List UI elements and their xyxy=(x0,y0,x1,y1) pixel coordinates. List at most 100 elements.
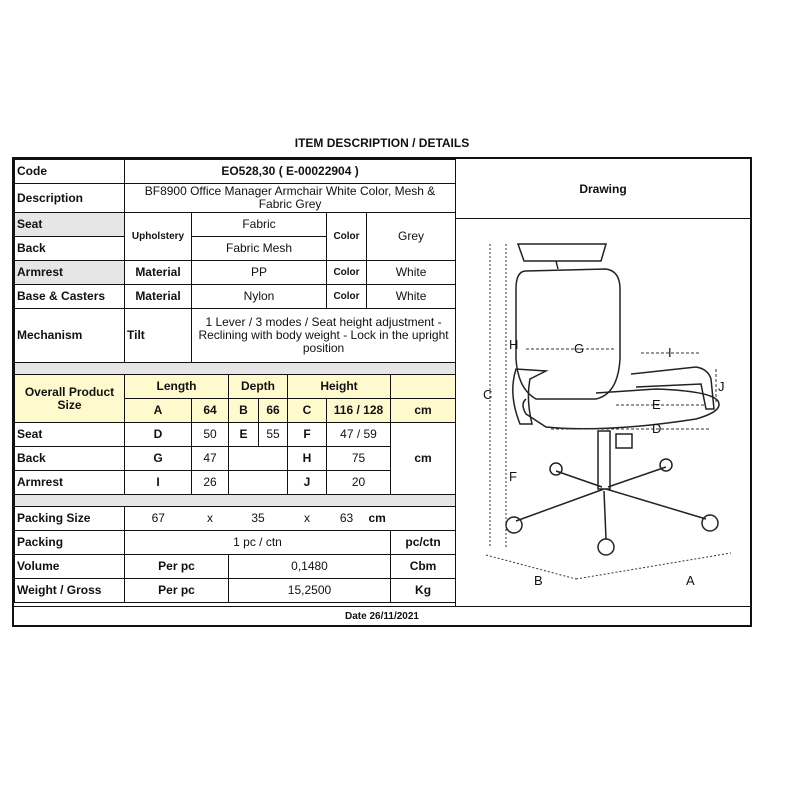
drawing-label: Drawing xyxy=(455,159,750,219)
armrest-color: White xyxy=(365,260,457,285)
volume-row: Volume Per pc 0,1480 Cbm xyxy=(14,554,457,579)
volume-label: Volume xyxy=(14,554,125,579)
caster-2 xyxy=(701,514,719,532)
packing-x-1: x xyxy=(191,506,229,531)
dim-g-value: 47 xyxy=(191,446,229,471)
armrest-dims-row: Armrest I 26 J 20 xyxy=(14,470,456,495)
height-label: Height xyxy=(287,374,391,399)
packing-unit: pc/ctn xyxy=(389,530,457,555)
upholstery-color-label: Color xyxy=(326,212,367,261)
backrest-shape xyxy=(515,268,621,400)
armrest-color-label: Color xyxy=(326,260,367,285)
weight-unit: Kg xyxy=(389,578,457,603)
spec-sheet: Code EO528,30 ( E-00022904 ) Description… xyxy=(12,157,752,627)
code-row: Code EO528,30 ( E-00022904 ) xyxy=(14,159,457,184)
dim-d-value: 50 xyxy=(191,422,229,447)
document-title: ITEM DESCRIPTION / DETAILS xyxy=(294,136,470,150)
base-material-label: Material xyxy=(124,284,192,309)
back-value: Fabric Mesh xyxy=(191,236,327,261)
length-label: Length xyxy=(124,374,229,399)
code-label: Code xyxy=(14,159,125,184)
spacer-row-2 xyxy=(13,494,457,507)
armrest-dims-label: Armrest xyxy=(14,470,125,495)
headrest-shape xyxy=(516,243,608,262)
description-value: BF8900 Office Manager Armchair White Col… xyxy=(123,183,457,213)
weight-per: Per pc xyxy=(124,578,229,603)
dim-j: J xyxy=(287,470,327,495)
armrest-left-shape xyxy=(512,368,549,425)
volume-value: 0,1480 xyxy=(228,554,391,579)
label-j: J xyxy=(718,379,725,394)
description-row: Description BF8900 Office Manager Armcha… xyxy=(14,183,457,213)
seat-dims-label: Seat xyxy=(14,422,125,447)
overall-label: Overall Product Size xyxy=(14,374,125,423)
seat-dims-row: Seat D 50 E 55 F 47 / 59 cm xyxy=(14,422,457,495)
dim-b: B xyxy=(228,398,259,423)
overall-values-row: A 64 B 66 C 116 / 128 cm xyxy=(15,398,457,423)
description-label: Description xyxy=(14,183,125,213)
packing-value: 1 pc / ctn xyxy=(124,530,391,555)
armrest-row: Armrest Material PP Color White xyxy=(14,260,457,285)
dim-c-value: 116 / 128 xyxy=(326,398,391,423)
chair-illustration: H C F G I J E D B A xyxy=(483,243,732,588)
depth-label: Depth xyxy=(228,374,288,399)
dim-i: I xyxy=(124,470,192,495)
label-g: G xyxy=(574,341,584,356)
seat-label: Seat xyxy=(14,212,125,237)
caster-5 xyxy=(659,458,673,472)
dim-h-value: 75 xyxy=(326,446,391,471)
mechanism-type: Tilt xyxy=(124,308,192,363)
dim-j-value: 20 xyxy=(326,470,391,495)
overall-unit: cm xyxy=(389,398,457,423)
mechanism-row: Mechanism Tilt 1 Lever / 3 modes / Seat … xyxy=(14,308,457,363)
caster-1 xyxy=(505,516,523,534)
spec-table: Code EO528,30 ( E-00022904 ) Description… xyxy=(13,159,457,603)
code-value: EO528,30 ( E-00022904 ) xyxy=(123,159,457,184)
packing-size-row: Packing Size 67 x 35 x 63 cm xyxy=(14,506,457,531)
dim-g: G xyxy=(124,446,192,471)
seat-row: Seat Upholstery Fabric Color Grey xyxy=(14,212,457,261)
dims-unit: cm xyxy=(389,422,457,495)
packing-label: Packing xyxy=(14,530,125,555)
armrest-material: PP xyxy=(191,260,327,285)
caster-4 xyxy=(549,462,563,476)
volume-per: Per pc xyxy=(124,554,229,579)
gas-lift xyxy=(597,430,611,490)
dim-i-value: 26 xyxy=(191,470,229,495)
upholstery-label: Upholstery xyxy=(124,212,192,261)
base-label: Base & Casters xyxy=(14,284,125,309)
back-dims-label: Back xyxy=(14,446,125,471)
date-footer: Date 26/11/2021 xyxy=(14,606,750,628)
weight-label: Weight / Gross xyxy=(14,578,125,603)
label-b: B xyxy=(534,573,543,588)
chair-drawing: H C F G I J E D B A xyxy=(455,219,750,606)
back-row: Back Fabric Mesh xyxy=(14,236,456,261)
weight-row: Weight / Gross Per pc 15,2500 Kg xyxy=(14,578,457,603)
dim-f: F xyxy=(287,422,327,447)
dim-b-value: 66 xyxy=(258,398,288,423)
packing-row: Packing 1 pc / ctn pc/ctn xyxy=(14,530,457,555)
label-h: H xyxy=(509,337,518,352)
dim-c: C xyxy=(287,398,327,423)
dim-e: E xyxy=(228,422,259,447)
dim-h: H xyxy=(287,446,327,471)
base-material: Nylon xyxy=(191,284,327,309)
packing-length: 67 xyxy=(124,506,192,531)
dim-a-value: 64 xyxy=(191,398,229,423)
mechanism-value: 1 Lever / 3 modes / Seat height adjustme… xyxy=(190,308,457,363)
label-a: A xyxy=(686,573,695,588)
overall-header-row: Overall Product Size Length Depth Height xyxy=(14,374,457,423)
label-c: C xyxy=(483,387,492,402)
volume-unit: Cbm xyxy=(389,554,457,579)
base-color-label: Color xyxy=(326,284,367,309)
label-f: F xyxy=(509,469,517,484)
back-label: Back xyxy=(14,236,125,261)
packing-width: 35 xyxy=(228,506,288,531)
mechanism-label: Mechanism xyxy=(14,308,125,363)
spacer-row xyxy=(13,362,457,375)
weight-value: 15,2500 xyxy=(228,578,391,603)
packing-size-label: Packing Size xyxy=(14,506,125,531)
packing-size-unit: cm xyxy=(366,506,457,531)
armrest-label: Armrest xyxy=(14,260,125,285)
dim-d: D xyxy=(124,422,192,447)
